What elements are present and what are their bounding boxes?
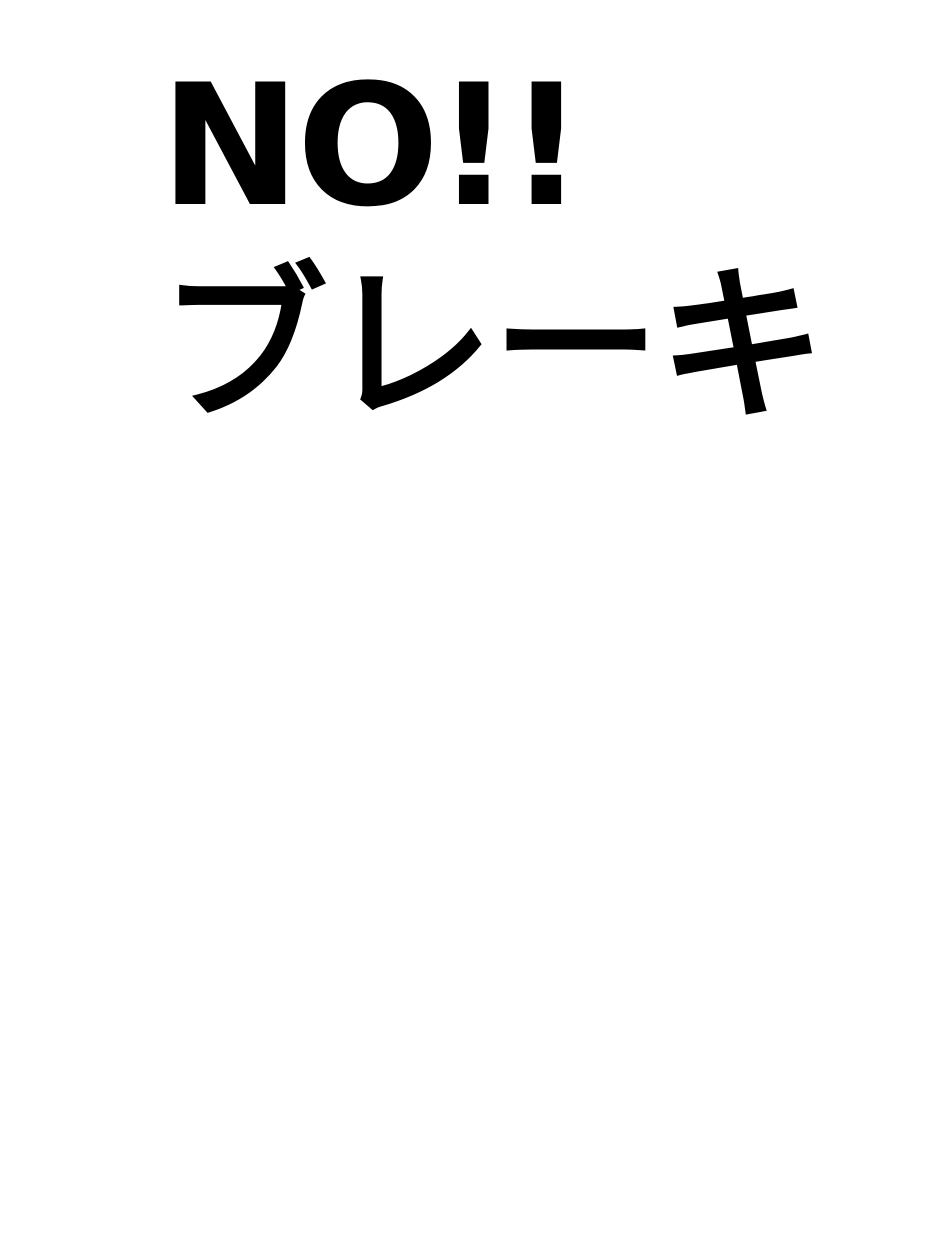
title-line-no: NO!!	[160, 48, 585, 244]
title-line-brake: ブレーキ	[160, 248, 826, 444]
